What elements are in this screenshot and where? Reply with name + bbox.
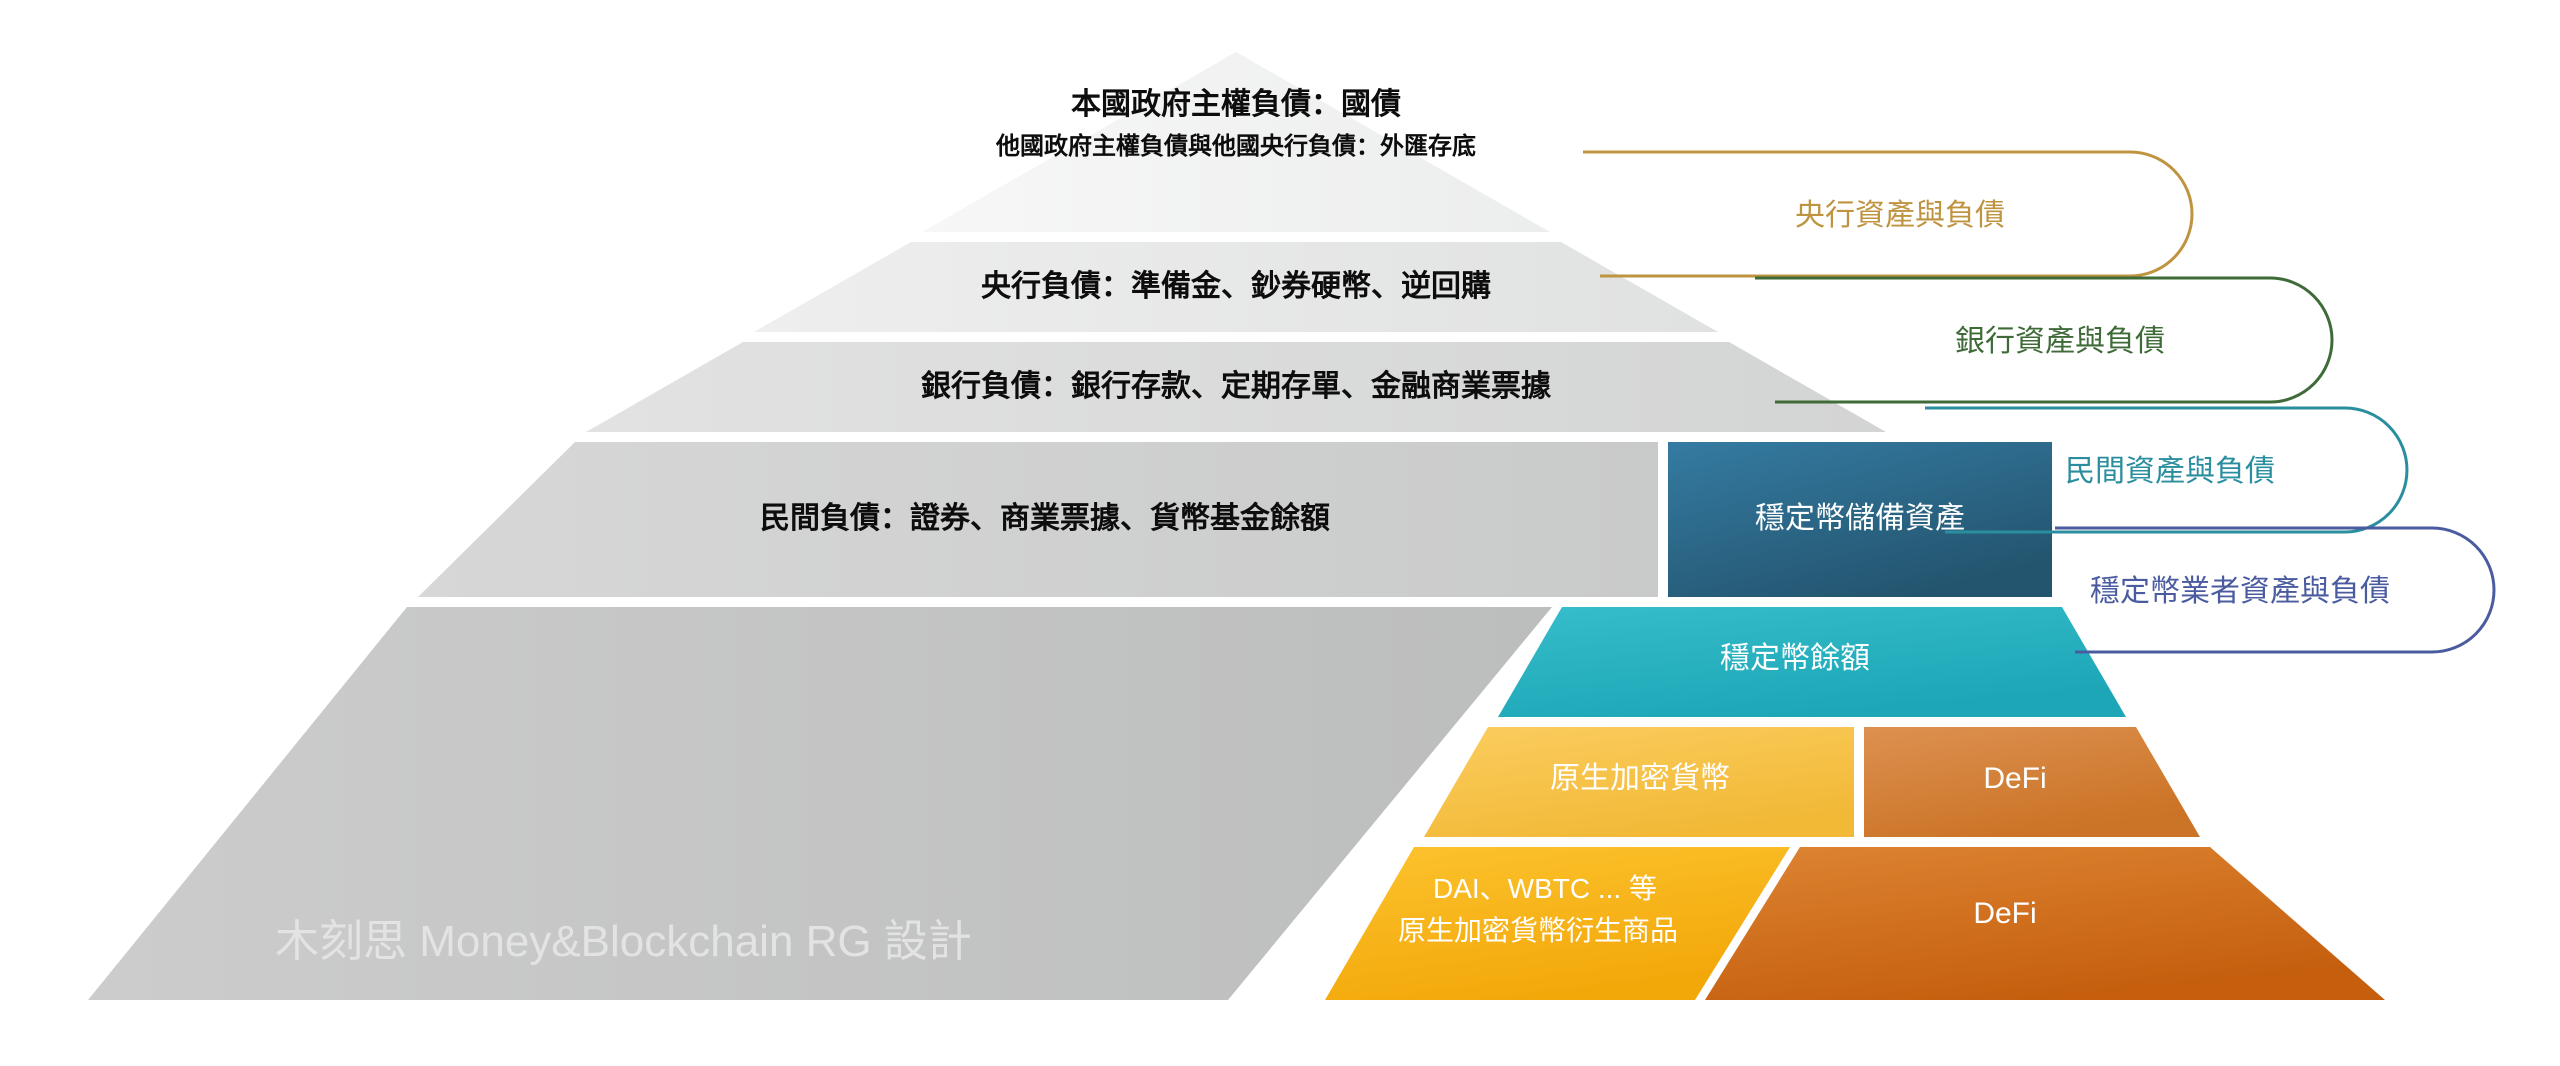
- tier-shape-central-bank: [754, 242, 1718, 332]
- callout-label-stablecoin-issuer[interactable]: 穩定幣業者資產與負債: [2090, 575, 2390, 608]
- block-shape-native-crypto: [1424, 727, 1854, 837]
- callout-label-bank[interactable]: 銀行資產與負債: [1955, 325, 2165, 358]
- block-shape-stablecoin-reserve: [1668, 442, 2052, 597]
- callout-label-central-bank[interactable]: 央行資產與負債: [1795, 199, 2005, 232]
- callout-frame-central-bank: [1583, 150, 2194, 278]
- block-shape-defi-lower: [1705, 847, 2385, 1000]
- block-shape-defi-upper: [1864, 727, 2200, 837]
- block-shape-stablecoin-balance: [1498, 607, 2126, 717]
- callout-label-private[interactable]: 民間資產與負債: [2065, 455, 2275, 488]
- callout-frame-stablecoin-issuer: [2055, 526, 2496, 654]
- tier-shape-private: [418, 442, 1658, 597]
- block-shape-crypto-derivatives: [1325, 847, 1790, 1000]
- callout-frame-bank: [1755, 276, 2334, 404]
- watermark-credit: 木刻思 Money&Blockchain RG 設計: [275, 917, 972, 966]
- tier-shape-sovereign: [922, 52, 1550, 232]
- tier-shape-bank: [586, 342, 1886, 432]
- tier-shape-base: [88, 607, 1552, 1000]
